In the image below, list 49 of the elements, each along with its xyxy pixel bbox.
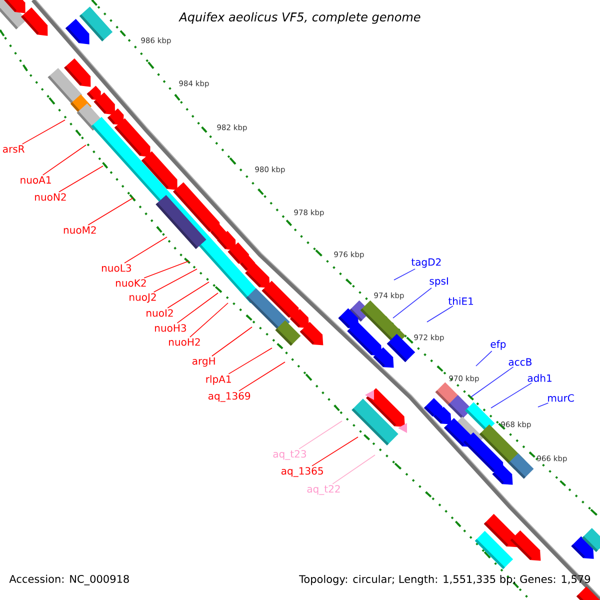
leader-line — [212, 326, 252, 357]
gene-label: nuoN2 — [35, 193, 66, 201]
gene-label: nuoA1 — [20, 176, 51, 184]
leader-line — [167, 282, 210, 308]
title: Aquifex aeolicus VF5, complete genome — [178, 12, 420, 24]
leader-line — [58, 166, 104, 192]
gene-label: tagD2 — [411, 258, 441, 268]
gene-label: nuoM2 — [64, 226, 96, 234]
leader-line — [298, 420, 342, 450]
leader-line — [538, 402, 549, 408]
gene-label: nuoI2 — [146, 309, 173, 317]
gene-label: aq_t22 — [307, 485, 340, 495]
gene-label: adh1 — [528, 374, 552, 382]
gene-label: arsR — [3, 145, 25, 153]
footer-text: Accession: NC_000918 — [9, 574, 129, 586]
footer-text: Topology: circular; Length: 1,551,335 bp; Genes: 1,579 — [299, 574, 590, 586]
gene-label: rlpA1 — [206, 375, 231, 385]
leader-line — [228, 348, 272, 374]
leader-line — [190, 302, 228, 338]
leader-line — [470, 366, 514, 398]
gene-label: aq_1365 — [281, 467, 323, 477]
leader-line — [22, 120, 66, 144]
gene-label: nuoK2 — [116, 279, 146, 287]
gene-label: nuoH2 — [169, 338, 200, 346]
leader-line — [144, 260, 190, 278]
leader-line — [426, 306, 454, 322]
leader-line — [490, 382, 532, 408]
leader-line — [332, 454, 376, 484]
leader-line — [153, 268, 198, 292]
gene-label: argH — [192, 357, 215, 367]
gene-label: spsI — [430, 277, 448, 287]
leader-line — [312, 436, 358, 466]
gene-label: efp — [490, 340, 506, 350]
gene-label: thiE1 — [448, 297, 473, 305]
leader-line — [238, 362, 286, 392]
leader-line — [124, 236, 168, 264]
leader-line — [88, 198, 134, 226]
leader-line — [476, 350, 492, 366]
gene-label: nuoL3 — [102, 264, 131, 272]
leader-line — [392, 288, 432, 318]
gene-label: nuoH3 — [155, 324, 186, 332]
gene-label: aq_t23 — [273, 450, 306, 460]
gene-label: aq_1369 — [208, 392, 250, 402]
leader-line — [176, 292, 218, 324]
leader-line — [42, 144, 86, 176]
leader-line — [394, 268, 416, 280]
gene-label: nuoJ2 — [130, 293, 156, 303]
gene-label: accB — [508, 358, 532, 366]
gene-label: murC — [548, 394, 574, 402]
